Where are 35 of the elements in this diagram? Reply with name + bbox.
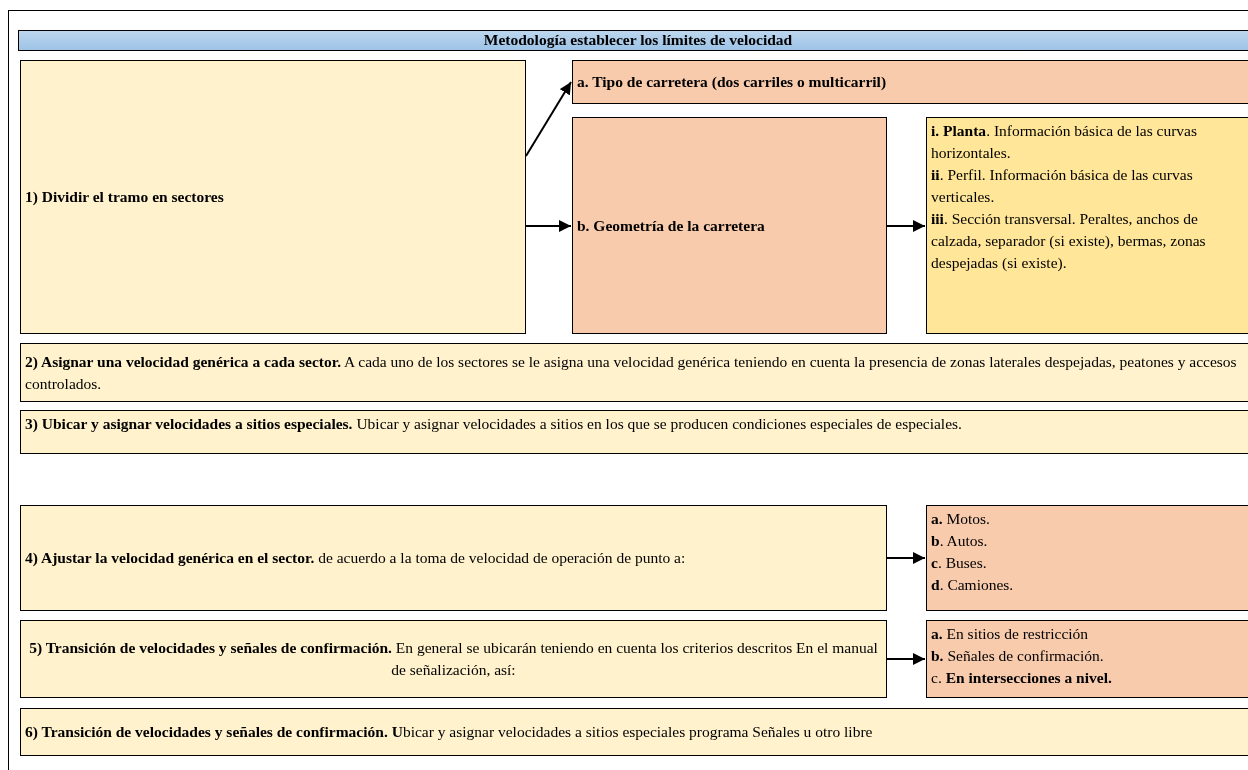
step-text: 4) Ajustar la velocidad genérica en el sector. de acuerdo a la toma de velocidad de operación de punto a: (25, 548, 687, 568)
arrow (886, 220, 926, 232)
arrow (886, 552, 926, 564)
process-box (20, 343, 1248, 402)
detail-box (926, 505, 1248, 611)
list-item-text: a. Motos. (931, 509, 991, 529)
step-text: b. Geometría de la carretera (577, 215, 766, 236)
list-item-text: i. Planta. Información básica de las curvas horizontales. (931, 121, 1198, 163)
process-box (20, 708, 1248, 756)
step-text: 6) Transición de velocidades y señales de confirmación. Ubicar y asignar velocidades a sitios especiales programa Señales u otro libre (25, 722, 874, 742)
process-box (20, 505, 887, 611)
list-item-text: iii. Sección transversal. Peraltes, anchos de calzada, separador (si existe), bermas, zonas despejadas (si existe). (931, 209, 1207, 273)
detail-box (926, 117, 1248, 334)
list-item-text: b. Señales de confirmación. (931, 646, 1105, 666)
process-box (20, 410, 1248, 454)
step-text: 2) Asignar una velocidad genérica a cada sector. A cada uno de los sectores se le asigna una velocidad genérica teniendo en cuenta la presencia de zonas laterales despejadas, peatones y accesos controlados. (25, 351, 1238, 394)
process-box (20, 620, 887, 698)
category-box (572, 60, 1248, 104)
list-item-text: b. Autos. (931, 531, 989, 551)
arrow (525, 220, 572, 232)
arrow (525, 81, 572, 157)
step-text: 1) Dividir el tramo en sectores (25, 187, 225, 207)
arrow (886, 653, 926, 665)
process-box (20, 60, 526, 334)
category-box (572, 117, 887, 334)
list-item-text: c. Buses. (931, 553, 988, 573)
detail-box (926, 620, 1248, 698)
step-text: a. Tipo de carretera (dos carriles o multicarril) (577, 72, 888, 92)
title-banner: Metodología establecer los límites de velocidad (18, 30, 1248, 51)
list-item-text: d. Camiones. (931, 575, 1015, 595)
step-text: 3) Ubicar y asignar velocidades a sitios especiales. Ubicar y asignar velocidades a sitios en los que se producen condiciones especiales de especiales. (25, 414, 963, 434)
list-item-text: a. En sitios de restricción (931, 624, 1090, 644)
list-item-text: ii. Perfil. Información básica de las curvas verticales. (931, 165, 1194, 207)
step-text: 5) Transición de velocidades y señales de confirmación. En general se ubicarán teniendo en cuenta los criterios descritos En el manual de señalización, así: (28, 638, 879, 680)
list-item-text: c. En intersecciones a nivel. (931, 668, 1113, 688)
